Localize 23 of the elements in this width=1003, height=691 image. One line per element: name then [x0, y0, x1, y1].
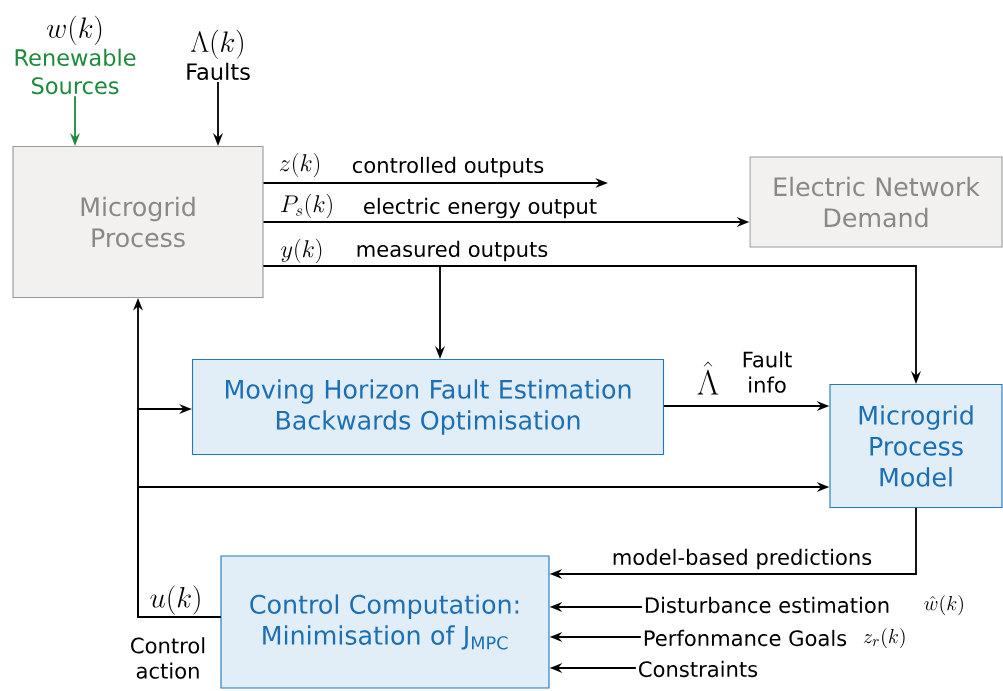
- formula-label: $\hat{\Lambda}$: [697, 361, 719, 395]
- edge-label: electric energy output: [361, 196, 599, 220]
- process-box: Moving Horizon Fault Estimation Backwards Optimisation: [191, 358, 665, 456]
- edge-label: model-based predictions: [610, 547, 874, 571]
- process-box: Microgrid Process Model: [829, 383, 1003, 509]
- process-box: Control Computation: Minimisation of J$_{MPC}$: [220, 555, 550, 689]
- formula-label: $y(k)$: [281, 238, 322, 264]
- formula-label: $u(k)$: [150, 585, 200, 615]
- edge-label: controlled outputs: [350, 155, 546, 179]
- formula-label: $z_r(k)$: [863, 627, 905, 649]
- edge-label: Control action: [116, 635, 220, 681]
- input-label: $\Lambda(k)$ Faults: [187, 29, 250, 81]
- process-box: Microgrid Process: [12, 145, 264, 299]
- input-label: Constraints: [639, 660, 758, 678]
- edge-label: measured outputs: [354, 239, 550, 263]
- formula-label: $z(k)$: [279, 152, 320, 178]
- edge-label: Fault info: [730, 349, 804, 395]
- process-box: Electric Network Demand: [749, 156, 1003, 248]
- input-label: Perfonmance Goals: [644, 629, 847, 647]
- formula-label: $P_s(k)$: [281, 193, 332, 219]
- input-label: $w(k)$ Renewable Sources: [15, 15, 136, 95]
- formula-label: $\hat{w}(k)$: [924, 594, 963, 616]
- input-label: Disturbance estimation: [645, 596, 889, 614]
